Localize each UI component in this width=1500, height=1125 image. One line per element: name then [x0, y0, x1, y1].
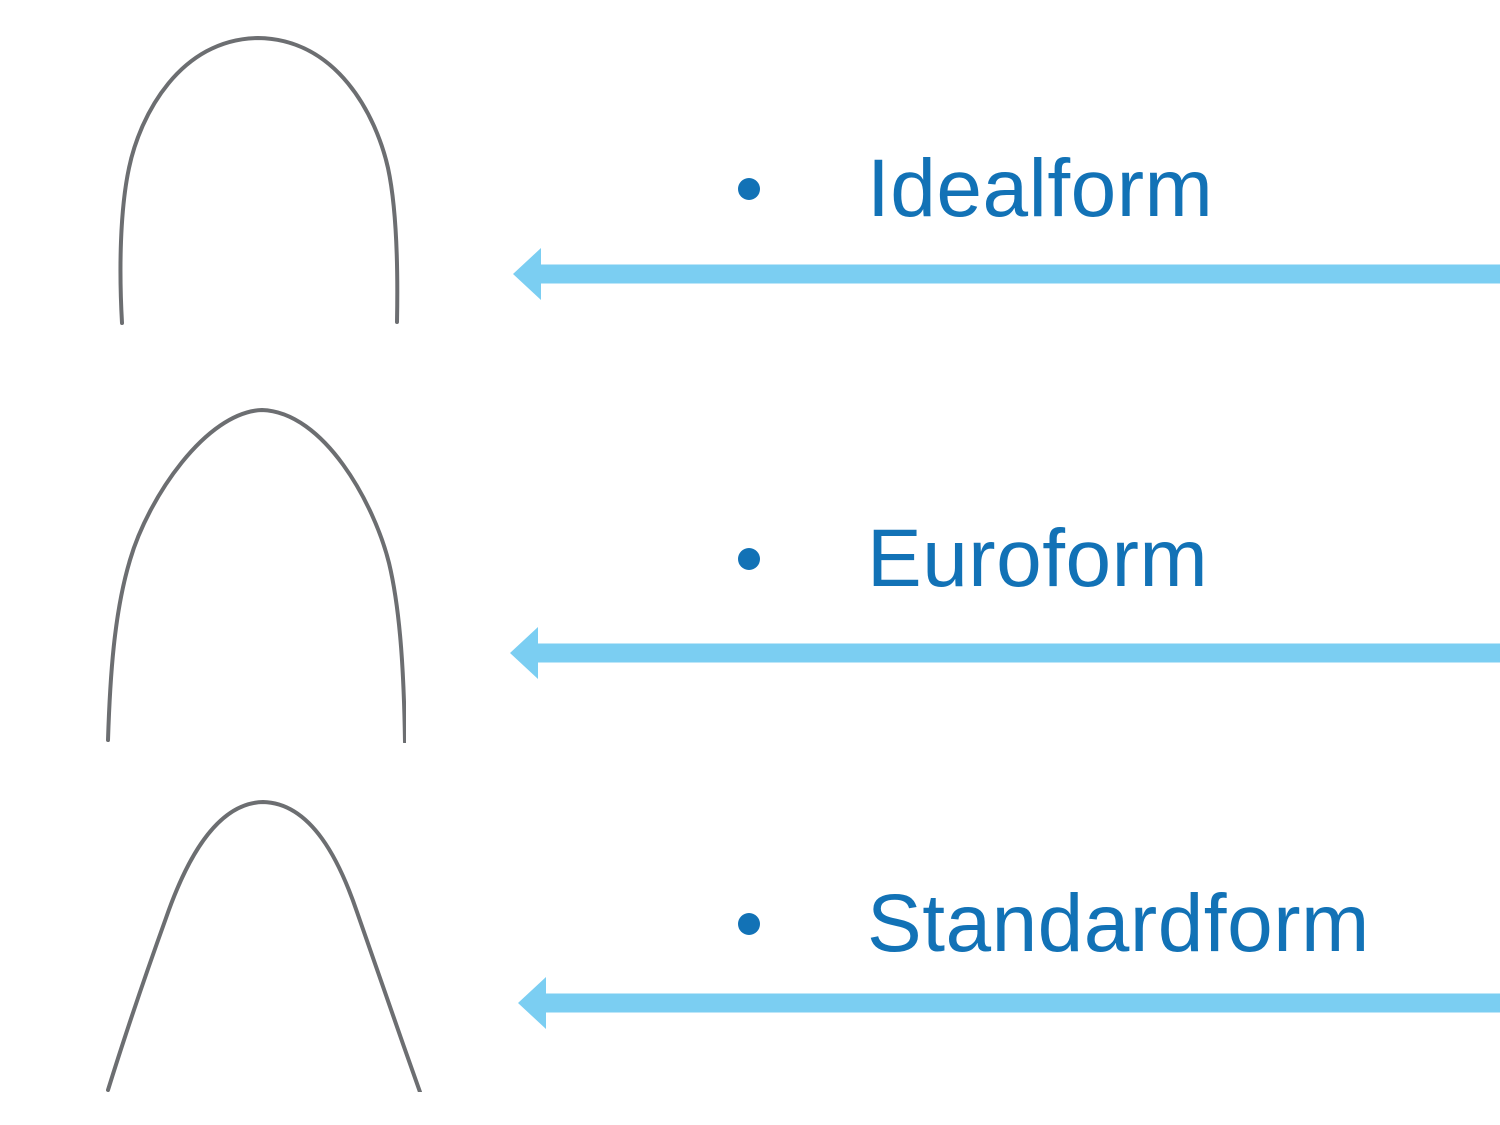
standardform-archwire-image — [106, 800, 422, 1092]
left-arrow-icon-idealform — [513, 248, 1500, 300]
archform-label-euroform: Euroform — [867, 513, 1209, 604]
archform-label-idealform: Idealform — [867, 143, 1214, 234]
left-arrow-icon-euroform — [510, 627, 1500, 679]
euroform-archwire-image — [106, 408, 406, 743]
archform-label-standardform: Standardform — [867, 878, 1370, 969]
bullet-dot-icon — [738, 548, 760, 570]
bullet-dot-icon — [738, 913, 760, 935]
list-item-standardform: Standardform — [738, 874, 1370, 974]
idealform-archwire-image — [118, 35, 400, 325]
bullet-dot-icon — [738, 178, 760, 200]
left-arrow-icon-standardform — [518, 977, 1500, 1029]
list-item-euroform: Euroform — [738, 509, 1208, 609]
list-item-idealform: Idealform — [738, 139, 1213, 239]
